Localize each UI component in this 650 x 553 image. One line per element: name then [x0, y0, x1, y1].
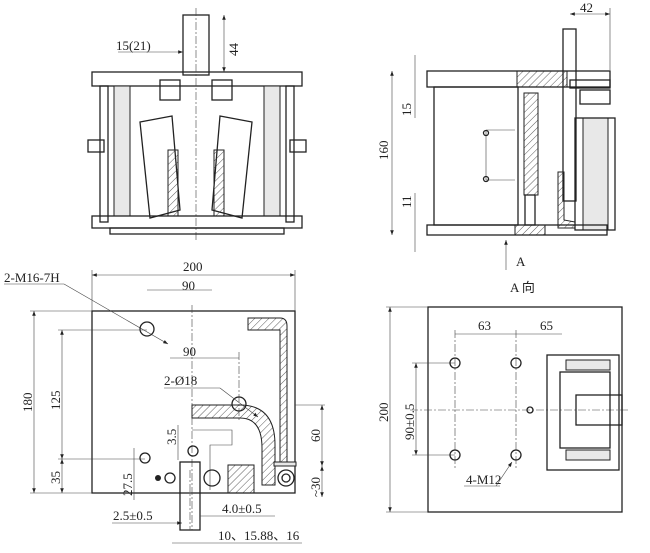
bottom-left-view: 200 2-M16-7H 90 90 2-Ø18 180 125	[4, 259, 325, 544]
side-view: 42 160 15 11 A A 向	[376, 0, 616, 295]
dim-90-label: 90±0.5	[402, 404, 417, 440]
thread-callout: 4-M12	[466, 472, 501, 487]
bottom-right-view: 200 90±0.5 63 65 4-M12	[376, 306, 630, 513]
dim-65-label: 65	[540, 318, 553, 333]
dim-27-5-label: 27.5	[120, 473, 135, 496]
dim-width-label: 200	[183, 259, 203, 274]
dim-height-label: 180	[20, 393, 35, 413]
tolerance-left-label: 2.5±0.5	[113, 508, 153, 523]
dim-60-label: 60	[308, 429, 323, 442]
dim-shaft-label: 44	[226, 43, 241, 57]
view-a-label: A 向	[510, 280, 535, 295]
dim-63-label: 63	[478, 318, 491, 333]
rail-sizes-label: 10、15.88、16	[218, 528, 300, 543]
dim-bottom-label: 11	[399, 195, 414, 208]
dim-90-top-label: 90	[182, 278, 195, 293]
thread-callout: 2-M16-7H	[4, 270, 60, 285]
dim-3-5-label: 3.5	[164, 429, 179, 445]
dim-top-label: 15	[399, 103, 414, 116]
dim-height-label: 160	[376, 141, 391, 161]
dim-30-label: ~30	[308, 477, 323, 497]
dim-35-label: 35	[48, 471, 63, 484]
arrow-a-label: A	[516, 254, 526, 269]
hole-callout: 2-Ø18	[164, 373, 197, 388]
dim-offset-label: 15(21)	[116, 38, 151, 53]
dim-width-label: 42	[580, 0, 593, 15]
tolerance-right-label: 4.0±0.5	[222, 501, 262, 516]
front-view: 15(21) 44	[87, 8, 307, 240]
dim-height-label: 200	[376, 403, 391, 423]
dim-125-label: 125	[48, 391, 63, 411]
dim-90-mid-label: 90	[183, 344, 196, 359]
